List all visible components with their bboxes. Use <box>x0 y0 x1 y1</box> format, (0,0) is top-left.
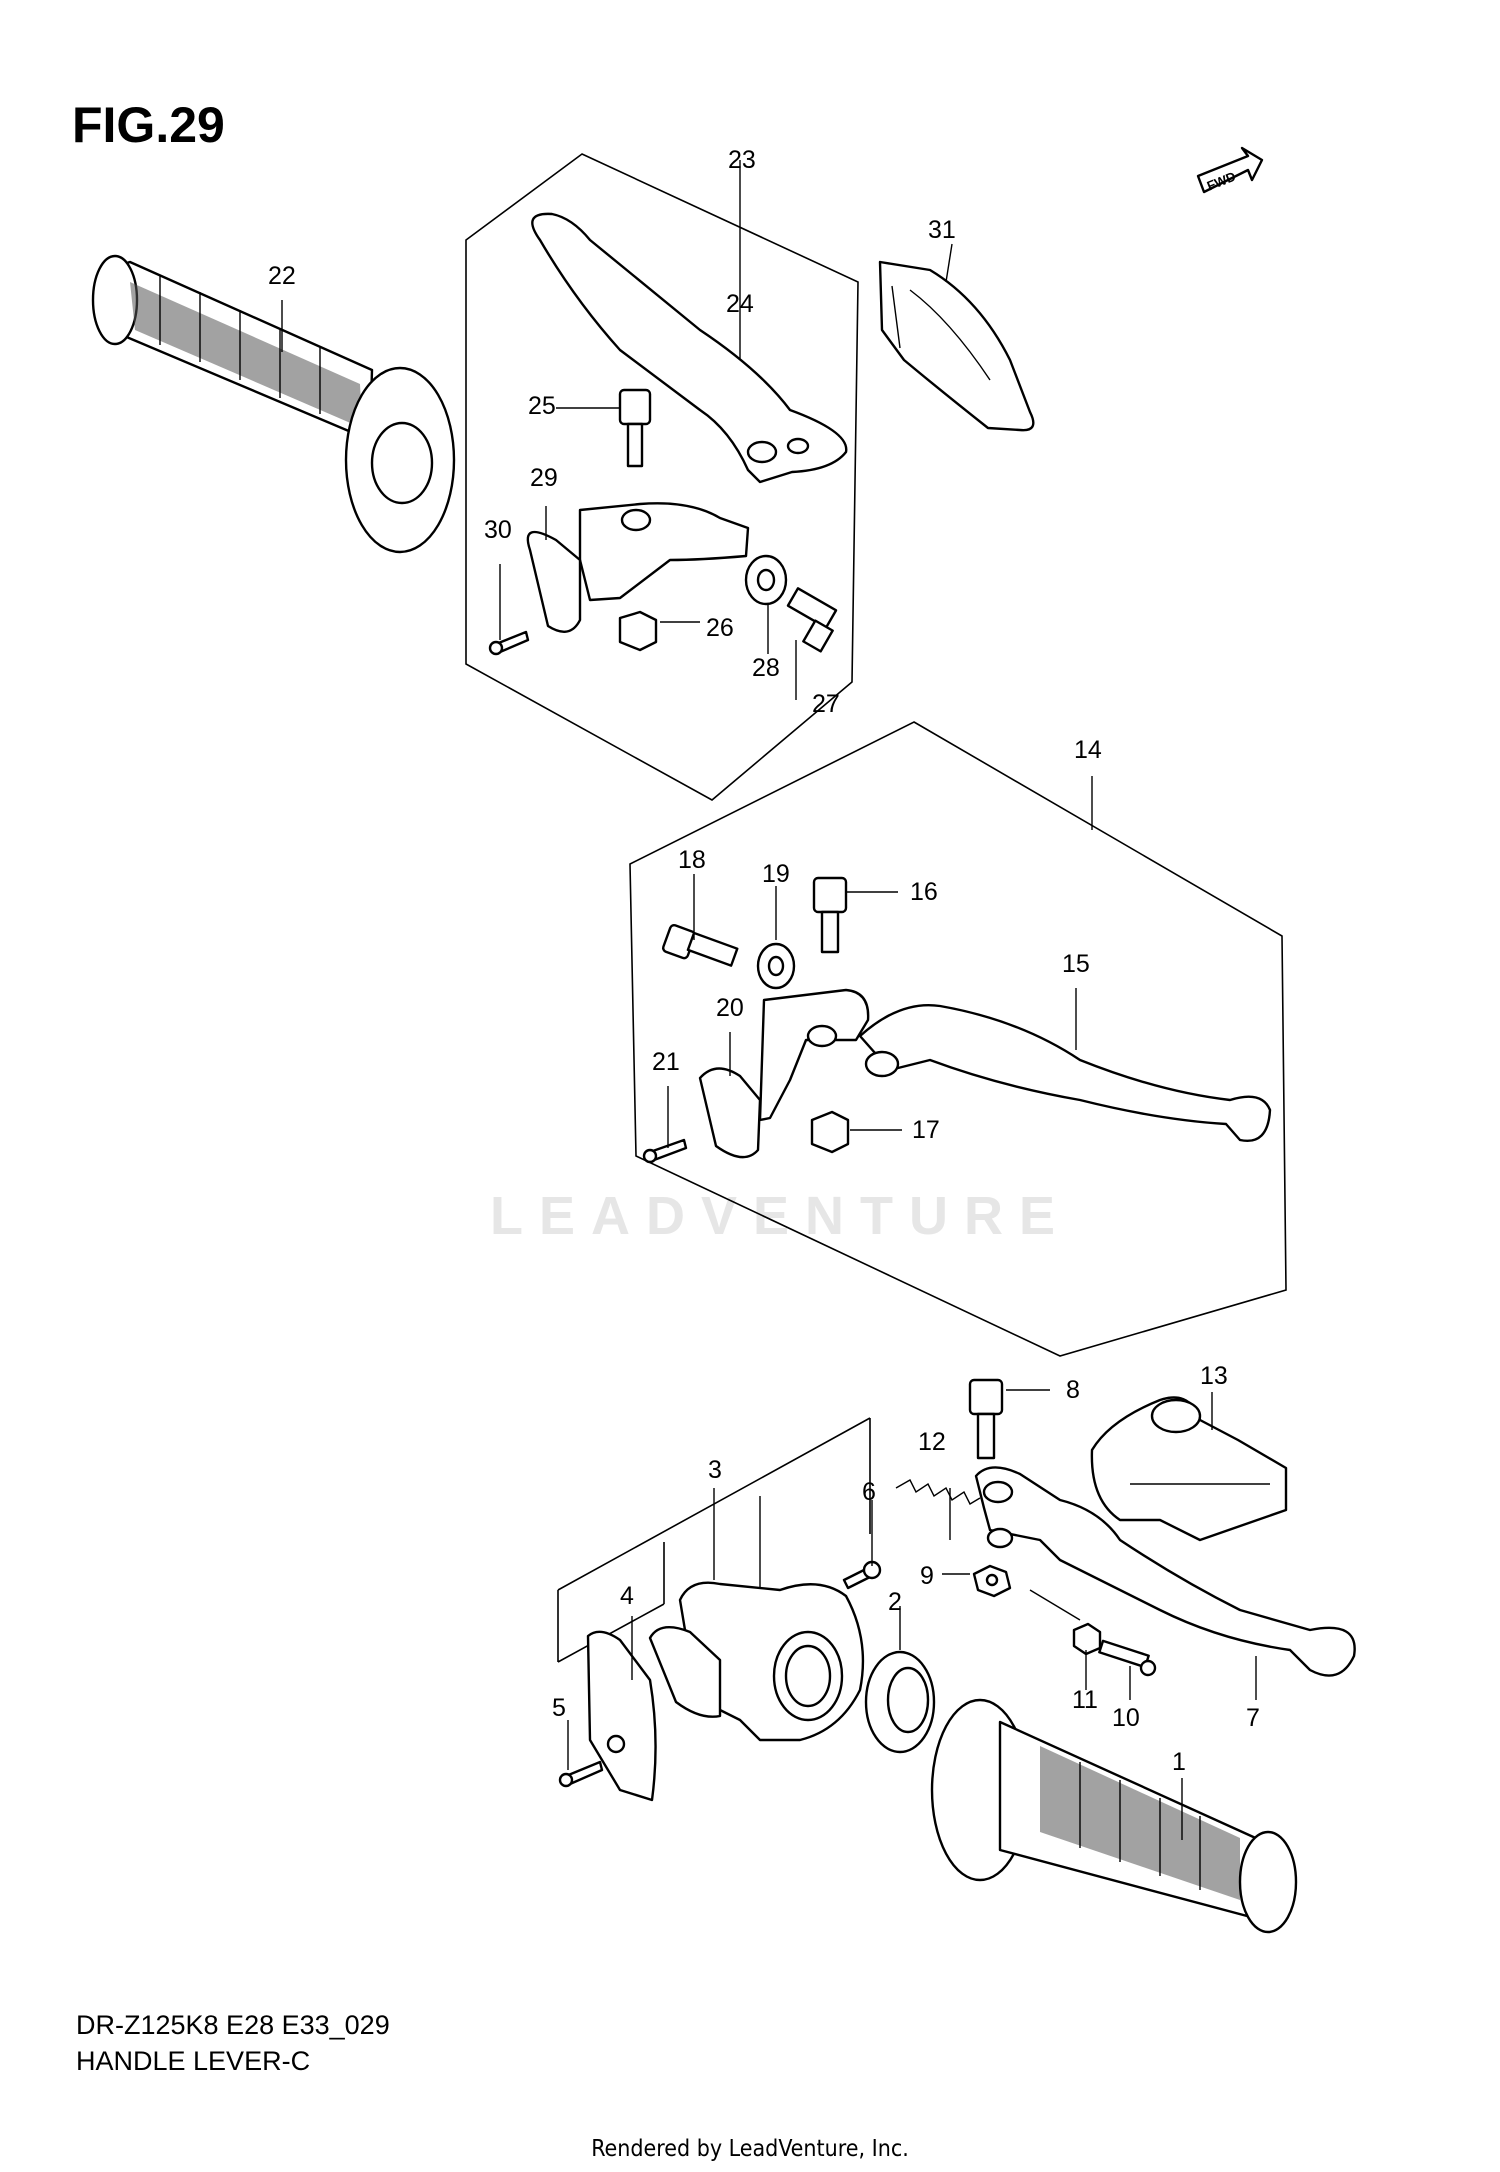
part-label-17: 17 <box>912 1116 940 1144</box>
part-label-14: 14 <box>1074 736 1102 764</box>
part-label-28: 28 <box>752 654 780 682</box>
part-label-25: 25 <box>528 392 556 420</box>
part-label-11: 11 <box>1072 1686 1098 1714</box>
part-label-23: 23 <box>728 146 756 174</box>
part-label-15: 15 <box>1062 950 1090 978</box>
part-label-12: 12 <box>918 1428 946 1456</box>
cover-4 <box>586 1630 657 1802</box>
assembly-outline-23 <box>465 153 859 801</box>
part-label-18: 18 <box>678 846 706 874</box>
part-label-29: 29 <box>530 464 558 492</box>
spring-12 <box>895 1479 981 1505</box>
part-label-4: 4 <box>620 1582 634 1610</box>
section-name: HANDLE LEVER-C <box>76 2046 311 2076</box>
locknut-19 <box>756 942 796 990</box>
lever-15 <box>858 1004 1272 1143</box>
part-label-13: 13 <box>1200 1362 1228 1390</box>
part-label-5: 5 <box>552 1694 566 1722</box>
clutch-switch-housing-3 <box>648 1581 865 1742</box>
bracket-31 <box>878 260 1035 432</box>
part-label-20: 20 <box>716 994 744 1022</box>
part-label-8: 8 <box>1066 1376 1080 1404</box>
grip-1 <box>930 1698 1298 1934</box>
ring-2 <box>864 1650 936 1754</box>
assembly-outline-14 <box>629 721 1287 1357</box>
grip-22 <box>91 254 456 554</box>
part-label-19: 19 <box>762 860 790 888</box>
adjuster-27 <box>786 587 838 653</box>
part-label-10: 10 <box>1112 1704 1140 1732</box>
nut-17 <box>810 1110 850 1154</box>
part-label-2: 2 <box>888 1588 902 1616</box>
screw-6 <box>842 1560 882 1590</box>
lever-holder <box>526 502 750 633</box>
lever-7 <box>974 1466 1356 1677</box>
screw-30 <box>488 630 530 656</box>
watermark: LEADVENTURE <box>490 1186 1072 1246</box>
fwd-arrow-icon: FWD <box>1196 146 1264 194</box>
part-label-9: 9 <box>920 1562 934 1590</box>
screw-5 <box>558 1760 604 1788</box>
part-label-27: 27 <box>812 690 840 718</box>
bolt-16 <box>812 876 848 954</box>
bolt-25 <box>618 388 652 468</box>
part-label-31: 31 <box>928 216 956 244</box>
nut-9 <box>972 1564 1012 1598</box>
nut-26 <box>618 610 658 652</box>
bolt-8 <box>968 1378 1004 1460</box>
part-label-21: 21 <box>652 1048 680 1076</box>
screw-21 <box>642 1138 688 1164</box>
part-label-7: 7 <box>1246 1704 1260 1732</box>
part-label-6: 6 <box>862 1478 876 1506</box>
part-label-26: 26 <box>706 614 734 642</box>
figure-title: FIG.29 <box>72 97 225 153</box>
adjuster-18 <box>661 923 739 967</box>
locknut-28 <box>744 554 788 606</box>
part-label-1: 1 <box>1172 1748 1186 1776</box>
part-label-30: 30 <box>484 516 512 544</box>
part-label-16: 16 <box>910 878 938 906</box>
lever-24 <box>531 212 848 484</box>
cover-13 <box>1090 1396 1288 1542</box>
lever-holder-14 <box>698 988 870 1159</box>
footer-credit: Rendered by LeadVenture, Inc. <box>591 2136 909 2162</box>
screw-10 <box>1098 1639 1157 1677</box>
part-label-22: 22 <box>268 262 296 290</box>
nut-11 <box>1072 1622 1102 1656</box>
part-label-24: 24 <box>726 290 754 318</box>
model-code: DR-Z125K8 E28 E33_029 <box>76 2010 390 2040</box>
part-label-3: 3 <box>708 1456 722 1484</box>
